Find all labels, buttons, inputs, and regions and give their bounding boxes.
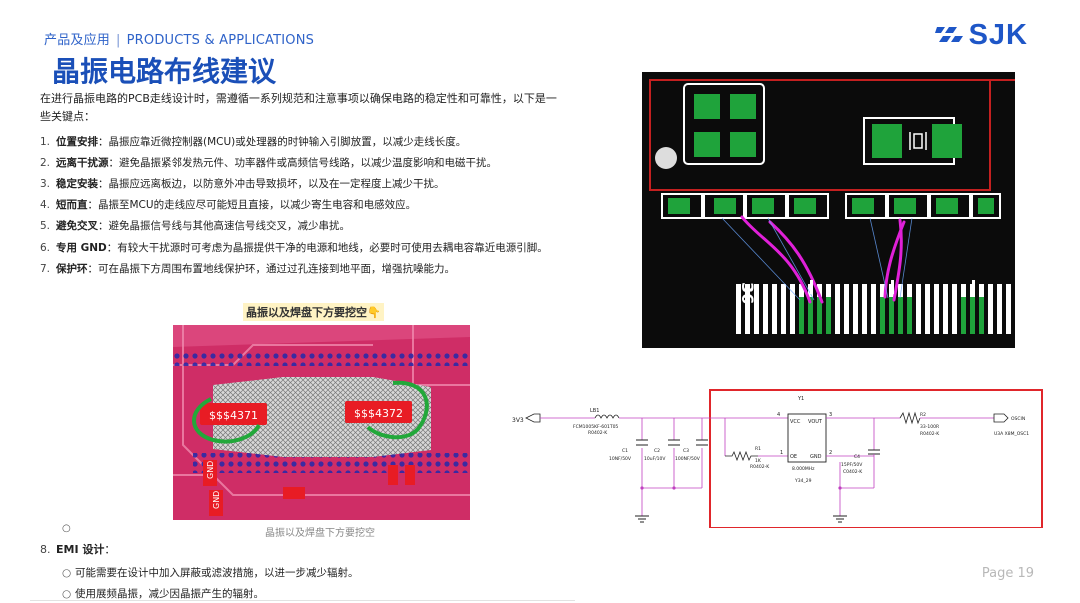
photo-label-right: $$$4372 — [354, 407, 403, 420]
item-label: 短而直 — [56, 199, 88, 211]
c3-value: 100NF/50V — [675, 456, 701, 462]
category-separator: | — [116, 33, 121, 48]
net-3v3: 3V3 — [512, 417, 524, 424]
pcb-photo: $$$4371 $$$4372 GND GND — [173, 325, 470, 520]
photo-label-left: $$$4371 — [209, 409, 258, 422]
list-item: 3. 稳定安装：晶振应远离板边，以防意外冲击导致损坏，以及在一定程度上减少干扰。 — [40, 174, 570, 195]
list-item: 5. 避免交叉：避免晶振信号线与其他高速信号线交叉，减少串扰。 — [40, 216, 570, 237]
item-label: 位置安排 — [56, 136, 98, 148]
r1-value: 1K — [755, 458, 762, 464]
c1-ref: C1 — [622, 448, 628, 454]
item-number: 7. — [40, 263, 51, 275]
lb1-ref: LB1 — [590, 408, 599, 414]
list-item: 2. 远离干扰源：避免晶振紧邻发热元件、功率器件或高频信号线路，以减少温度影响和电… — [40, 153, 570, 174]
page-number: Page 19 — [981, 566, 1034, 581]
y1-pin3: 3 — [829, 412, 832, 418]
guideline-list: 1. 位置安排：晶振应靠近微控制器(MCU)或处理器的时钟输入引脚放置，以减少走线… — [40, 132, 570, 280]
y1-pin2: 2 — [829, 450, 832, 456]
r2-ref: R2 — [920, 412, 926, 418]
list-item: 7. 保护环：可在晶振下方周围布置地线保护环，通过过孔连接到地平面，增强抗噪能力。 — [40, 259, 570, 280]
item-label: 避免交叉 — [56, 220, 98, 232]
item-number: 8. — [40, 543, 51, 556]
pcb-layout-drawing: 36 — [642, 72, 1015, 348]
item-number: 1. — [40, 136, 51, 148]
pcb-silk-label: 36 — [738, 282, 757, 304]
y1-oe: OE — [790, 454, 797, 460]
sjk-logo: SJK — [934, 18, 1028, 51]
item-text: ：晶振至MCU的走线应尽可能短且直接，以减少寄生电容和电感效应。 — [87, 199, 417, 211]
y1-frequency: 8.000MHz — [792, 466, 815, 472]
section-8-heading: 8. EMI 设计： — [40, 541, 115, 557]
c4-ref: C4 — [854, 454, 860, 460]
r2-value: 33-100R — [920, 424, 939, 430]
photo-banner: 晶振以及焊盘下方要挖空👇 — [243, 303, 384, 321]
net-oscin: OSCIN — [1011, 416, 1025, 422]
item-number: 6. — [40, 242, 51, 254]
y1-vout: VOUT — [808, 419, 823, 425]
c2-ref: C2 — [654, 448, 660, 454]
item-text: ：避免晶振信号线与其他高速信号线交叉，减少串扰。 — [98, 220, 350, 232]
sub-item: ○使用展频晶振，减少因晶振产生的辐射。 — [62, 586, 264, 601]
photo-caption: 晶振以及焊盘下方要挖空 — [265, 528, 375, 539]
c4-package: C0402-K — [843, 469, 863, 475]
page-title: 晶振电路布线建议 — [52, 55, 277, 88]
item-number: 3. — [40, 178, 51, 190]
gnd-label: GND — [206, 461, 215, 479]
item-label: 专用 GND — [56, 242, 107, 254]
r1-ref: R1 — [755, 446, 761, 452]
sub-bullet: ○ — [62, 567, 72, 579]
r1-package: R0402-K — [750, 464, 770, 470]
item-colon: ： — [104, 543, 116, 556]
item-label: 保护环 — [56, 263, 88, 275]
item-label: 稳定安装 — [56, 178, 98, 190]
sub-item-text: 使用展频晶振，减少因晶振产生的辐射。 — [75, 588, 264, 600]
sub-item: ○可能需要在设计中加入屏蔽或滤波措施，以进一步减少辐射。 — [62, 565, 359, 580]
item-number: 2. — [40, 157, 51, 169]
empty-bullet: ○ — [62, 523, 71, 534]
c4-value: 15PF/50V — [841, 462, 863, 468]
pcb-photo-drawing: $$$4371 $$$4372 GND GND — [173, 325, 470, 520]
y1-gnd: GND — [810, 454, 822, 460]
pcb-layout-image: 36 — [642, 72, 1015, 348]
intro-paragraph: 在进行晶振电路的PCB走线设计时，需遵循一系列规范和注意事项以确保电路的稳定性和… — [40, 92, 557, 123]
sub-item-text: 可能需要在设计中加入屏蔽或滤波措施，以进一步减少辐射。 — [75, 567, 359, 579]
c3-ref: C3 — [683, 448, 689, 454]
category-en: PRODUCTS & APPLICATIONS — [126, 33, 315, 48]
list-item: 1. 位置安排：晶振应靠近微控制器(MCU)或处理器的时钟输入引脚放置，以减少走线… — [40, 132, 570, 153]
item-label: 远离干扰源 — [56, 157, 109, 169]
item-label: EMI 设计 — [56, 543, 105, 556]
r2-package: R0402-K — [920, 431, 940, 437]
oscillator-schematic: 3V3 LB1 FCM1005KF-601T05 R0402-K C1 10NF… — [510, 388, 1055, 529]
c1-value: 10NF/50V — [609, 456, 632, 462]
footer-divider — [30, 600, 575, 601]
y1-part: Y34_29 — [794, 478, 812, 484]
item-text: ：有较大干扰源时可考虑为晶振提供干净的电源和地线，必要时可使用去耦电容靠近电源引… — [106, 242, 548, 254]
y1-pin4: 4 — [777, 412, 780, 418]
logo-text: SJK — [968, 18, 1028, 51]
item-text: ：晶振应远离板边，以防意外冲击导致损坏，以及在一定程度上减少干扰。 — [98, 178, 445, 190]
lb1-part: FCM1005KF-601T05 — [573, 424, 618, 430]
gnd-label: GND — [212, 491, 221, 509]
y1-pin1: 1 — [780, 450, 783, 456]
item-text: ：可在晶振下方周围布置地线保护环，通过过孔连接到地平面，增强抗噪能力。 — [87, 263, 456, 275]
y1-vcc: VCC — [790, 419, 801, 425]
sjk-logo-icon — [934, 27, 963, 42]
lb1-package: R0402-K — [588, 430, 608, 436]
y1-ref: Y1 — [797, 396, 804, 402]
item-number: 4. — [40, 199, 51, 211]
item-number: 5. — [40, 220, 51, 232]
list-item: 6. 专用 GND：有较大干扰源时可考虑为晶振提供干净的电源和地线，必要时可使用去… — [40, 237, 570, 259]
c2-value: 10uF/10V — [644, 456, 666, 462]
item-text: ：晶振应靠近微控制器(MCU)或处理器的时钟输入引脚放置，以减少走线长度。 — [98, 136, 467, 148]
list-item: 4. 短而直：晶振至MCU的走线应尽可能短且直接，以减少寄生电容和电感效应。 — [40, 195, 570, 216]
header-category: 产品及应用 | PRODUCTS & APPLICATIONS — [44, 29, 314, 48]
net-osc-target: U3A X8M_OSC1 — [994, 431, 1029, 437]
category-cn: 产品及应用 — [44, 33, 111, 48]
sub-bullet: ○ — [62, 588, 72, 600]
item-text: ：避免晶振紧邻发热元件、功率器件或高频信号线路，以减少温度影响和电磁干扰。 — [108, 157, 498, 169]
schematic-drawing: 3V3 LB1 FCM1005KF-601T05 R0402-K C1 10NF… — [512, 389, 1043, 529]
